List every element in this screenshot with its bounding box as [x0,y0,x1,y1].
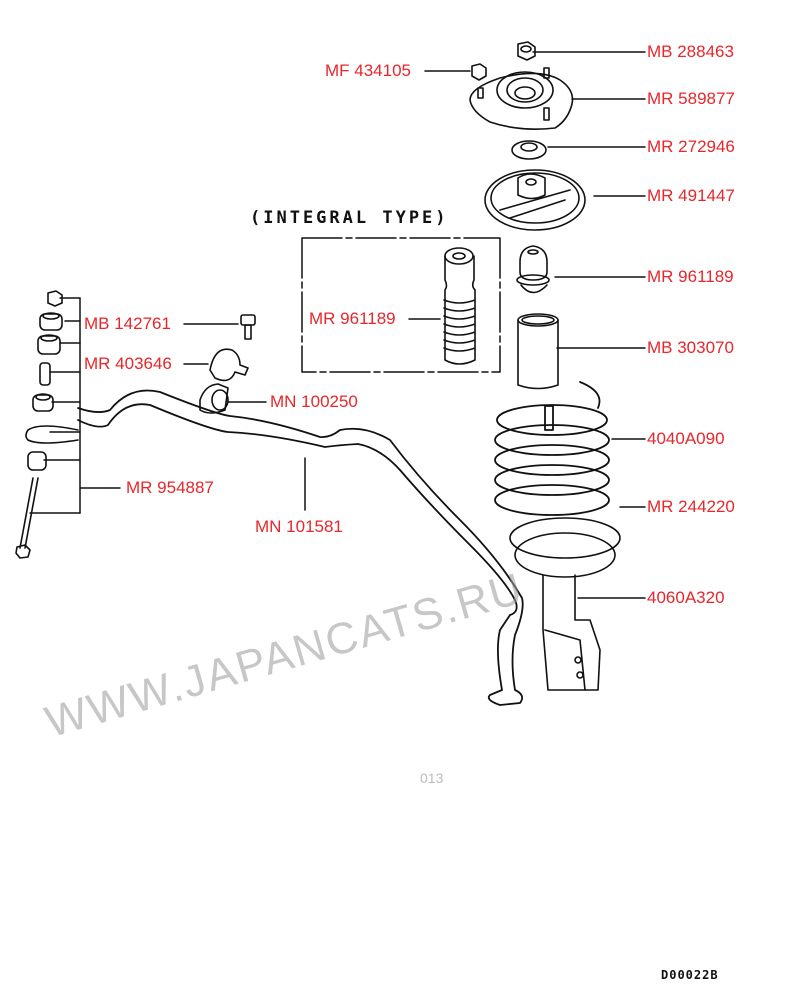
part-label-mr272946[interactable]: MR 272946 [647,137,735,157]
part-label-mn100250[interactable]: MN 100250 [270,392,358,412]
bracket [209,348,249,382]
part-label-mr589877[interactable]: MR 589877 [647,89,735,109]
spring-pad [509,517,621,578]
leader-lines [29,51,646,599]
coil-spring [494,381,610,516]
part-label-mr954887[interactable]: MR 954887 [126,478,214,498]
part-label-mr244220[interactable]: MR 244220 [647,497,735,517]
bolt [240,314,256,340]
part-label-mb303070[interactable]: MB 303070 [647,338,734,358]
section-title: (INTEGRAL TYPE) [250,208,449,228]
strut-mount [469,67,574,130]
stabilizer-bar [77,389,524,706]
watermark-small: 013 [420,770,444,786]
strut-body [542,574,601,691]
nut-small [471,63,487,81]
part-label-mb142761[interactable]: MB 142761 [84,314,171,334]
part-label-mr491447[interactable]: MR 491447 [647,186,735,206]
bushing [199,383,229,414]
spring-seat [484,169,586,231]
integral-dust-cover [443,247,476,365]
part-label-mn101581[interactable]: MN 101581 [255,517,343,537]
integral-type-box [301,237,501,373]
drawing-code: D00022B [661,968,719,982]
part-label-mf434105[interactable]: MF 434105 [325,61,411,81]
part-label-mr403646[interactable]: MR 403646 [84,354,172,374]
dust-cover [517,313,559,390]
nut-top [517,41,536,61]
part-label-mr961189-bump-stopper[interactable]: MR 961189 [647,267,734,287]
part-label-mb288463[interactable]: MB 288463 [647,42,734,62]
bearing [511,140,547,160]
bump-stopper [516,245,550,294]
part-label-mr961189-integral[interactable]: MR 961189 [309,309,396,329]
link-kit-parts [15,290,79,559]
part-label-4060a320[interactable]: 4060A320 [647,588,725,608]
part-label-4040a090[interactable]: 4040A090 [647,429,725,449]
